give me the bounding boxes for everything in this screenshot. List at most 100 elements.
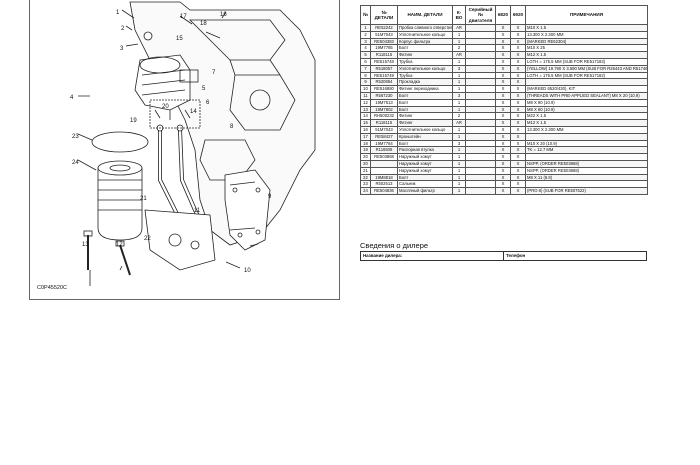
cell-serial [465,24,496,32]
cell-part-name: Фитинг [397,119,453,127]
cell-no: 8 [360,71,371,80]
cell-6820: X [495,132,511,141]
cell-part-name: Кронштейн [397,132,453,141]
cell-serial [465,112,496,121]
cell-qty: 1 [452,78,466,87]
cell-part-name: Трубка [397,71,453,80]
cell-6920: X [510,98,526,107]
header-no: № [360,5,371,25]
cell-no: 20 [360,153,371,161]
cell-6920: X [510,180,526,189]
cell-notes: M10 X 25 [525,44,648,53]
cell-no: 18 [360,139,371,148]
cell-part-no: 19M7802 [370,105,398,114]
cell-6820: X [495,187,511,195]
cell-no: 15 [360,119,371,127]
callout-4: 4 [70,95,74,101]
cell-part-name: Распорная втулка [397,146,453,155]
callout-9: 9 [268,194,272,200]
cell-no: 12 [360,98,371,107]
cell-6820: X [495,125,511,134]
header-6820: 6820 [495,5,511,25]
cell-serial [465,91,496,100]
cell-qty: 1 [452,71,466,80]
cell-serial [465,146,496,155]
cell-part-no: R118115 [370,51,398,59]
cell-serial [465,51,496,59]
cell-notes [525,132,648,141]
cell-part-no: R520864 [370,78,398,87]
cell-notes: (YELLOW) 19.790 X 3.590 MM (SUB FOR R264… [525,64,648,73]
callout-18: 18 [200,21,207,27]
cell-part-name: Болт [397,98,453,107]
cell-no: 23 [360,180,371,189]
cell-6920: X [510,37,526,46]
cell-qty: 1 [452,132,466,141]
cell-part-name: Корпус фильтра [397,37,453,46]
cell-part-no: 19M8818 [370,173,398,182]
cell-notes: LGTH = 175.5 MM (SUB FOR RE517182) [525,71,648,80]
cell-6820: X [495,159,511,168]
cell-notes: (MARKED 6520/430), KIT [525,85,648,93]
callout-6: 6 [206,100,210,106]
header-part-no: № ДЕТАЛИ [370,5,398,25]
cell-qty: 1 [452,125,466,134]
cell-6920: X [510,173,526,182]
cell-qty: 1 [452,187,466,195]
cell-part-no: RE515749 [370,71,398,80]
cell-part-name: Уплотнительное кольцо [397,125,453,134]
cell-6820: X [495,51,511,59]
cell-qty: 1 [452,30,466,39]
cell-6920: X [510,166,526,175]
cell-6920: X [510,30,526,39]
callout-12: 12 [116,242,123,248]
cell-6920: X [510,139,526,148]
cell-qty: 1 [452,98,466,107]
cell-notes [525,153,648,161]
cell-no: 22 [360,173,371,182]
cell-part-no [370,159,398,168]
cell-6820: X [495,105,511,114]
cell-serial [465,180,496,189]
cell-6920: X [510,132,526,141]
cell-part-no: RE52242 [370,24,398,32]
cell-6920: X [510,146,526,155]
cell-part-no: RE516880 [370,85,398,93]
cell-serial [465,119,496,127]
cell-part-name: Уплотнительное кольцо [397,64,453,73]
cell-6920: X [510,187,526,195]
callout-15: 15 [176,36,183,42]
oil-filter-exploded-diagram: 1 2 3 4 5 6 7 8 9 10 11 12 13 14 15 16 1… [70,1,316,286]
cell-qty: 1 [452,105,466,114]
cell-notes: TK = 12.7 MM [525,146,648,155]
cell-part-name: Фитинг [397,112,453,121]
cell-6920: X [510,71,526,80]
cell-part-name: Болт [397,173,453,182]
callout-5: 5 [202,86,206,92]
cell-6920: X [510,44,526,53]
cell-notes: M8 X 90 (10.9) [525,98,648,107]
cell-6920: X [510,153,526,161]
callout-11: 11 [194,208,201,214]
cell-notes: (PRO 8) (SUB FOR RE507522) [525,187,648,195]
cell-part-no: R518057 [370,64,398,73]
cell-part-name: Прокладка [397,78,453,87]
cell-part-name: Трубка [397,57,453,66]
cell-notes: M8 X 60 (10.9) [525,105,648,114]
cell-qty: 2 [452,44,466,53]
cell-part-name: Наружный хомут [397,159,453,168]
callout-8: 8 [230,124,234,130]
callout-21: 21 [140,196,147,202]
callout-14: 14 [190,109,197,115]
cell-part-no: R118115 [370,119,398,127]
cell-part-no: RH500232 [370,112,398,121]
cell-6920: X [510,91,526,100]
